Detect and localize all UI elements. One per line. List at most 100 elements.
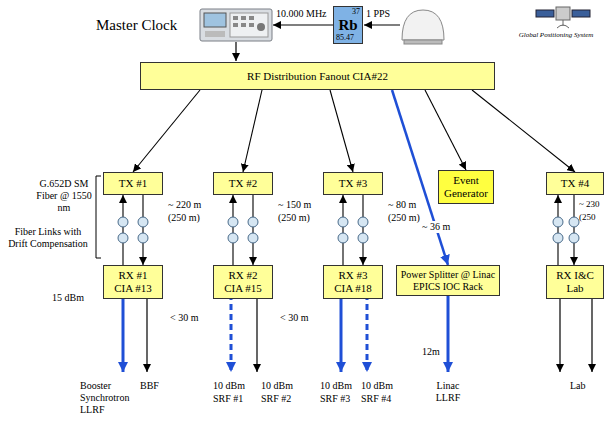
receiver-box: RX #1 CIA #13 [103, 265, 163, 299]
annotation-label: Fiber Links with Drift Compensation [4, 226, 92, 250]
annotation-label: SRF #1 [213, 393, 243, 405]
annotation-label: < 30 m [170, 312, 198, 324]
transmitter-box: TX #1 [103, 172, 163, 195]
fiber-coil [358, 233, 368, 243]
signal-generator [249, 16, 254, 20]
connector [342, 195, 343, 265]
output-arrow [123, 294, 592, 372]
output-arrow [146, 294, 147, 372]
satellite-icon [556, 7, 570, 20]
annotation-label: BBF [140, 380, 159, 392]
connector [122, 195, 123, 265]
annotation-label: Global Positioning System [508, 31, 604, 39]
fiber-coil [228, 217, 238, 227]
receiver-box: RX I&C Lab [546, 265, 604, 299]
node-text: Power Splitter @ Linac EPICS IOC Rack [400, 269, 496, 292]
annotation-label: 12m [422, 346, 440, 358]
fiber-coil [569, 233, 579, 243]
output-arrow [366, 294, 369, 372]
signal-generator [200, 9, 272, 41]
satellite-icon [536, 7, 590, 28]
connector [330, 90, 353, 172]
connector [232, 195, 233, 265]
signal-generator [241, 23, 246, 27]
output-arrow [122, 294, 125, 372]
output-arrow [340, 294, 343, 372]
signal-generator [205, 31, 225, 37]
connector-label: ~ 36 m [420, 221, 452, 233]
output-arrow [591, 294, 592, 372]
fiber-coil [118, 233, 128, 243]
node-text: TX #2 [229, 177, 257, 190]
annotation-label: Linac LLRF [428, 380, 468, 404]
signal-generator [249, 23, 254, 27]
gps-antenna [402, 10, 444, 44]
signal-generator [233, 16, 238, 20]
fiber-coil [138, 233, 148, 243]
fiber-coil [138, 217, 148, 227]
connector [243, 90, 262, 172]
annotation-label: SRF #3 [320, 393, 350, 405]
node-text: Rb [338, 18, 357, 33]
transmitter-box: TX #2 [213, 172, 273, 195]
signal-arrow [236, 25, 400, 61]
annotation-label: Master Clock [96, 16, 177, 34]
fiber-coil [228, 233, 238, 243]
annotation-label: Booster Synchrotron LLRF [80, 380, 138, 416]
fiber-coil [358, 217, 368, 227]
node-text: RX #2 CIA #15 [222, 269, 264, 294]
annotation-label: Lab [570, 380, 586, 392]
signal-generator [200, 9, 272, 41]
annotation-label: < 30 m [280, 312, 308, 324]
annotation-label: (250 m) [278, 212, 310, 224]
annotation-label: ~ 230 [579, 199, 600, 210]
annotation-label: 10 dBm [261, 380, 293, 392]
annotation-label: (250 [579, 212, 596, 223]
annotation-label: (250 m) [168, 212, 200, 224]
gps-antenna [404, 40, 442, 44]
node-text: Event Generator [442, 174, 490, 199]
connector [557, 195, 558, 265]
node-text: TX #4 [561, 177, 589, 190]
gps-antenna [402, 10, 444, 40]
event-generator-box: Event Generator [438, 170, 494, 204]
signal-arrow [364, 24, 400, 25]
transmitter-box: TX #3 [323, 172, 383, 195]
signal-generator [204, 13, 226, 27]
fiber-coil [338, 233, 348, 243]
annotation-label: 10 dBm [361, 380, 393, 392]
node-text: RX I&C Lab [555, 269, 595, 294]
transmitter-box: TX #4 [546, 172, 604, 195]
annotation-label: ~ 80 m [388, 199, 416, 211]
annotation-label: SRF #4 [361, 393, 391, 405]
bracket [96, 176, 101, 258]
satellite-icon [572, 10, 590, 17]
connector [133, 90, 200, 172]
fanout-box: RF Distribution Fanout CIA#22 [140, 62, 495, 90]
fiber-coil [569, 217, 579, 227]
fiber-coil [553, 233, 563, 243]
signal-generator [241, 16, 246, 20]
annotation-label: ~ 150 m [278, 199, 311, 211]
element-box: 37Rb85.47 [333, 6, 363, 44]
fiber-coil [338, 217, 348, 227]
connector [425, 90, 466, 170]
fiber-coil [553, 217, 563, 227]
node-text: TX #1 [119, 177, 147, 190]
node-text: RF Distribution Fanout CIA#22 [247, 70, 388, 83]
receiver-box: RX #3 CIA #18 [323, 265, 383, 299]
signal-arrow [235, 42, 236, 61]
annotation-label: ~ 220 m [168, 199, 201, 211]
fiber-coil [118, 217, 128, 227]
node-text: 85.47 [336, 34, 354, 42]
node-text: RX #1 CIA #13 [112, 269, 154, 294]
signal-generator [257, 23, 265, 31]
connector [573, 195, 574, 265]
connector [252, 195, 253, 265]
receiver-box: RX #2 CIA #15 [213, 265, 273, 299]
signal-arrow [273, 24, 333, 25]
annotation-label: 10.000 MHz [276, 8, 327, 20]
annotation-label: 10 dBm [213, 380, 245, 392]
splitter-box: Power Splitter @ Linac EPICS IOC Rack [396, 265, 500, 296]
